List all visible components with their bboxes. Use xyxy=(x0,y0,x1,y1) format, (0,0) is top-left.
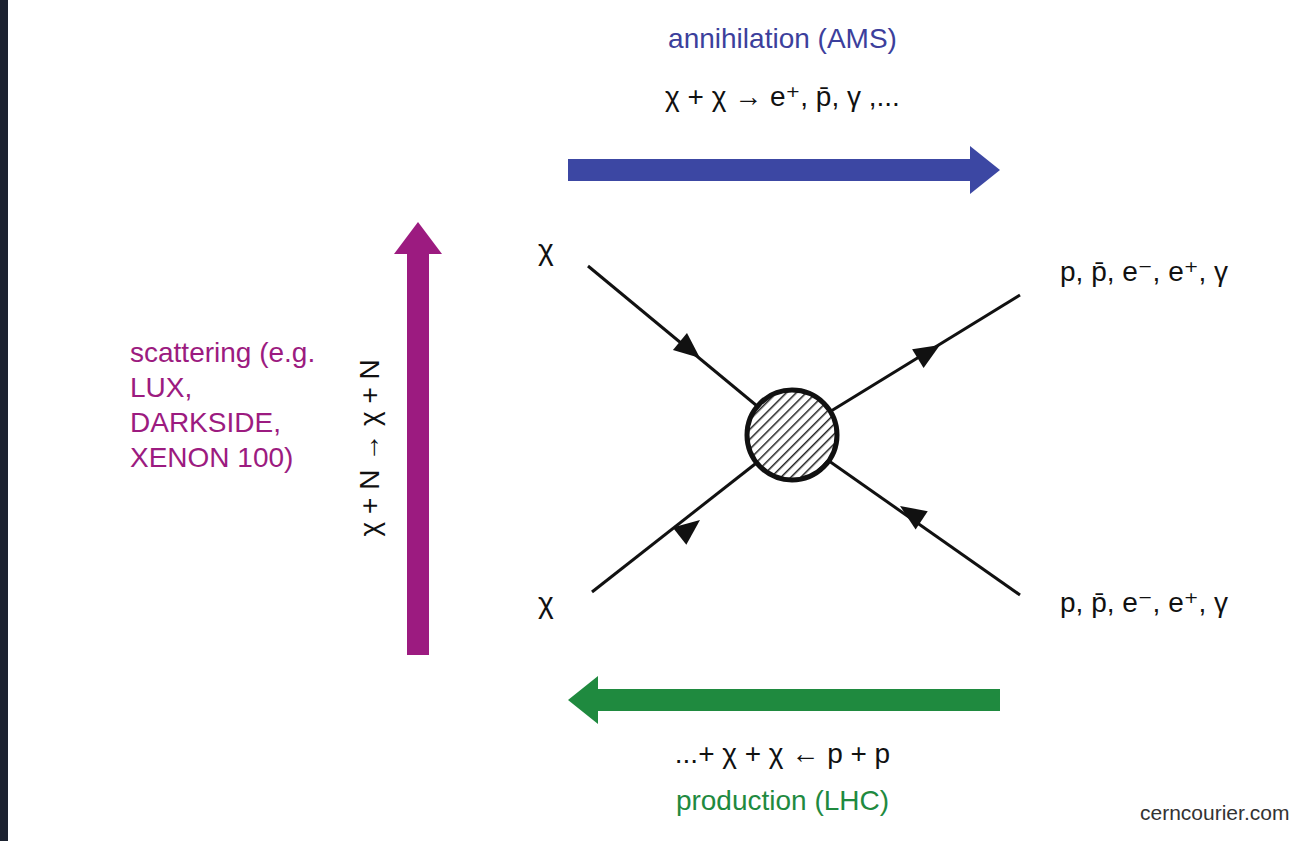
interaction-blob xyxy=(747,390,837,480)
process-equation: ...+ χ + χ ← p + p xyxy=(540,737,1025,771)
production-arrow xyxy=(568,676,1000,724)
annihilation-arrow xyxy=(568,146,1000,194)
process-equation: χ + χ → e⁺, p̄, γ ,... xyxy=(540,80,1025,114)
particle-arrowheads xyxy=(673,333,946,545)
particle-label: p, p̄, e⁻, e⁺, γ xyxy=(1060,586,1228,620)
process-title: annihilation (AMS) xyxy=(570,22,995,56)
process-equation: χ + N → χ + N xyxy=(353,359,387,536)
particle-label: p, p̄, e⁻, e⁺, γ xyxy=(1060,255,1228,289)
process-title: production (LHC) xyxy=(540,784,1025,818)
process-title: scattering (e.g. LUX, DARKSIDE, XENON 10… xyxy=(130,335,335,475)
particle-lines xyxy=(588,266,1020,595)
source-credit: cerncourier.com xyxy=(1140,800,1289,825)
scattering-arrow xyxy=(394,222,442,655)
particle-label: χ xyxy=(538,232,554,268)
particle-label: χ xyxy=(538,585,554,621)
